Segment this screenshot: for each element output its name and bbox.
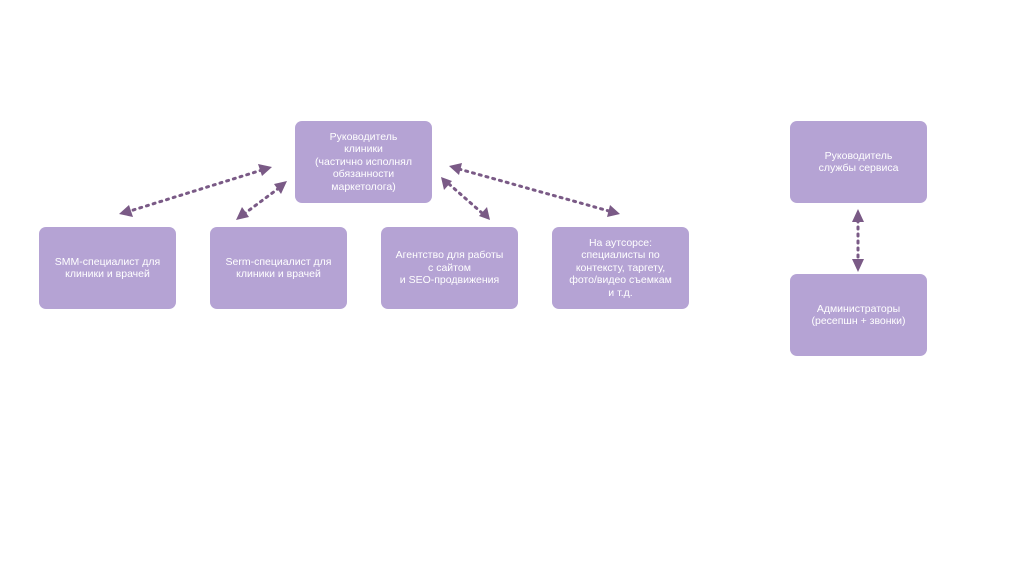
node-service-head: Руководитель службы сервиса (790, 121, 927, 203)
node-service-head-label: Руководитель службы сервиса (818, 149, 899, 175)
node-outsource-specialists-label: На аутсорсе: специалисты по контексту, т… (569, 236, 672, 299)
node-seo-agency-label: Агентство для работы с сайтом и SEO-прод… (395, 249, 504, 287)
arrow-head-to-agency (441, 177, 490, 220)
node-outsource-specialists: На аутсорсе: специалисты по контексту, т… (552, 227, 689, 309)
node-smm-specialist: SMM-специалист для клиники и врачей (39, 227, 176, 309)
node-serm-specialist: Serm-специалист для клиники и врачей (210, 227, 347, 309)
node-clinic-head-label: Руководитель клиники (частично исполнял … (315, 130, 412, 193)
node-smm-specialist-label: SMM-специалист для клиники и врачей (54, 255, 161, 281)
arrow-service-to-admins (852, 209, 864, 272)
arrow-head-to-smm (119, 164, 272, 217)
node-serm-specialist-label: Serm-специалист для клиники и врачей (225, 255, 332, 281)
node-seo-agency: Агентство для работы с сайтом и SEO-прод… (381, 227, 518, 309)
node-clinic-head: Руководитель клиники (частично исполнял … (295, 121, 432, 203)
arrow-head-to-serm (236, 181, 287, 220)
arrow-head-to-outsource (449, 163, 620, 217)
node-administrators: Администраторы (ресепшн + звонки) (790, 274, 927, 356)
node-administrators-label: Администраторы (ресепшн + звонки) (811, 302, 906, 328)
